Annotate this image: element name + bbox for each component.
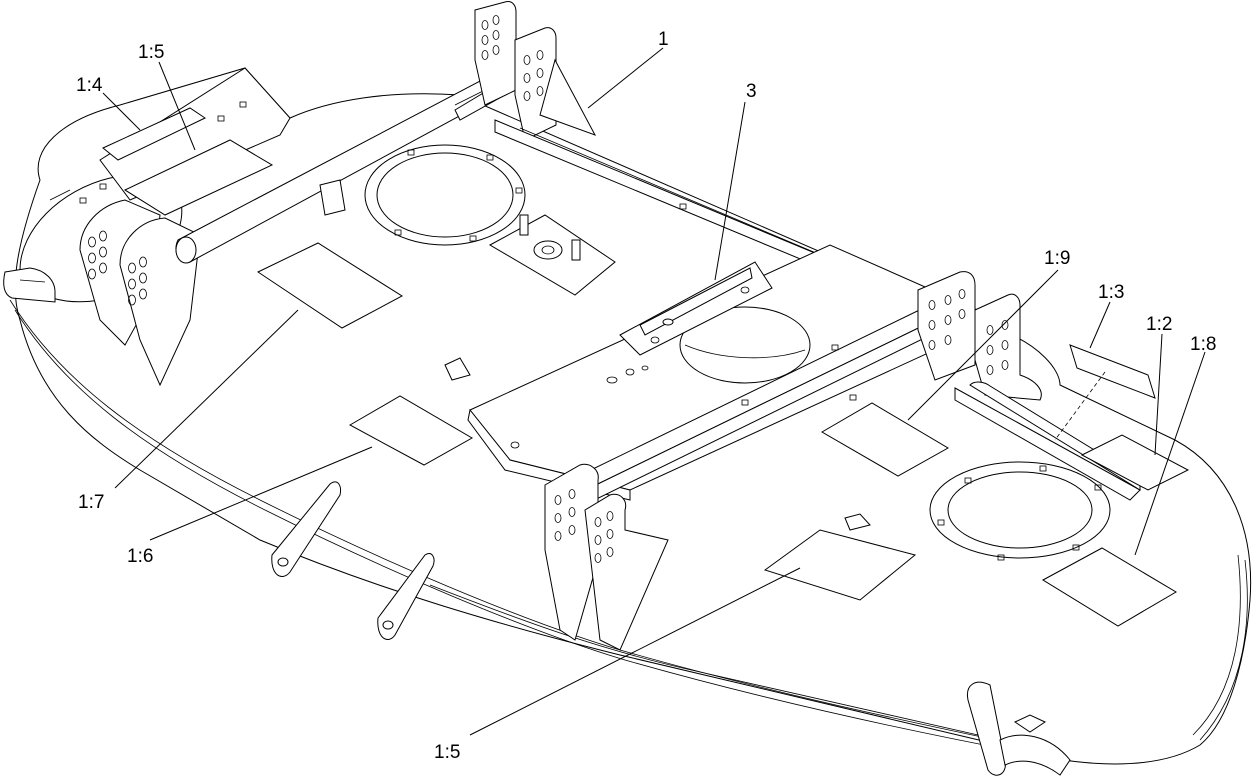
callout-1-5-front: 1:5 [434, 742, 460, 763]
callout-labels: 1 3 1:4 1:5 1:9 1:3 1:2 1:8 1:7 1:6 1:5 [76, 29, 1216, 763]
callout-1-5-rear: 1:5 [138, 42, 164, 63]
decal-1-7 [256, 242, 403, 329]
center-frame [467, 244, 1002, 501]
front-right-brackets [917, 271, 1042, 401]
decals [102, 107, 1190, 627]
callout-1-9: 1:9 [1044, 248, 1070, 269]
callout-1: 1 [658, 29, 669, 50]
callout-1-4: 1:4 [76, 75, 103, 96]
front-tabs [271, 481, 435, 640]
deck-slots [79, 101, 871, 531]
left-spindle [319, 144, 616, 296]
decal-1-4 [102, 107, 207, 161]
adjust-bracket [619, 261, 773, 356]
callout-3: 3 [746, 81, 757, 102]
decal-1-6 [348, 395, 474, 466]
decal-1-5-rear [123, 139, 274, 216]
decal-1-5-front [763, 529, 917, 601]
callout-1-8: 1:8 [1190, 334, 1216, 355]
decal-1-8 [1042, 547, 1177, 627]
callout-1-3: 1:3 [1098, 282, 1124, 303]
decal-1-3 [1069, 344, 1156, 399]
front-left-brackets [544, 463, 669, 651]
callout-1-6: 1:6 [127, 546, 153, 567]
callout-1-7: 1:7 [78, 492, 104, 513]
decal-1-2 [1080, 434, 1190, 491]
callout-1-2: 1:2 [1146, 314, 1172, 335]
front-handle [966, 681, 1071, 776]
rear-brackets [474, 1, 597, 141]
decal-1-9 [821, 402, 950, 477]
leader-lines [102, 47, 1206, 736]
